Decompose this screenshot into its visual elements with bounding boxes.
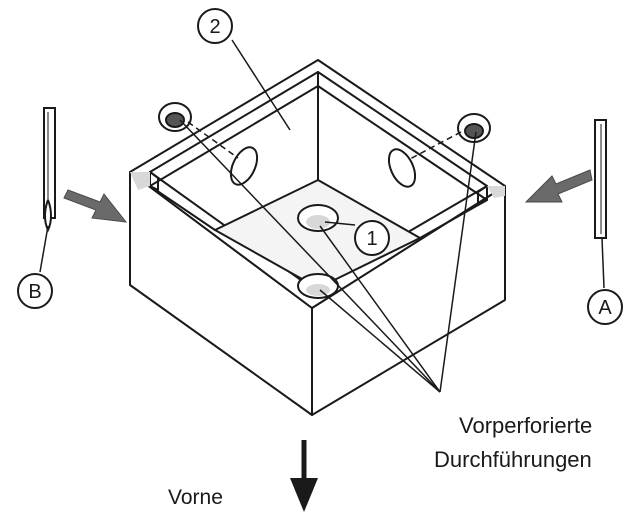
knockout-leader-2 <box>319 225 441 393</box>
callout-a-circle <box>587 289 623 325</box>
rim-notch-left <box>149 171 159 191</box>
rim-notch-right <box>477 185 488 206</box>
callout-1-leader <box>324 221 356 226</box>
strip-b-leader <box>39 225 49 273</box>
knockout-leader-3 <box>319 289 441 393</box>
callout-1-text: 1 <box>366 228 377 250</box>
callout-1-circle <box>354 220 390 256</box>
knockouts-label-line2: Durchführungen <box>434 447 592 472</box>
arrow-right-icon <box>63 189 128 223</box>
arrow-down-icon <box>290 440 318 512</box>
callout-2-circle <box>197 8 233 44</box>
knockout-right-wall <box>387 148 417 188</box>
knockout-leader-4 <box>439 131 477 393</box>
callout-a-text: A <box>598 297 612 319</box>
front-label: Vorne <box>168 486 223 509</box>
callout-2-text: 2 <box>209 16 220 38</box>
strip-a-leader <box>601 237 605 289</box>
arrow-left-icon <box>524 169 593 203</box>
callout-b-circle <box>17 273 53 309</box>
knockout-leader-1 <box>179 119 441 393</box>
knockouts-label-line1: Vorperforierte <box>459 413 593 438</box>
callout-2-leader <box>231 39 291 131</box>
knockout-left-wall <box>229 146 259 186</box>
callout-b-text: B <box>28 281 41 303</box>
